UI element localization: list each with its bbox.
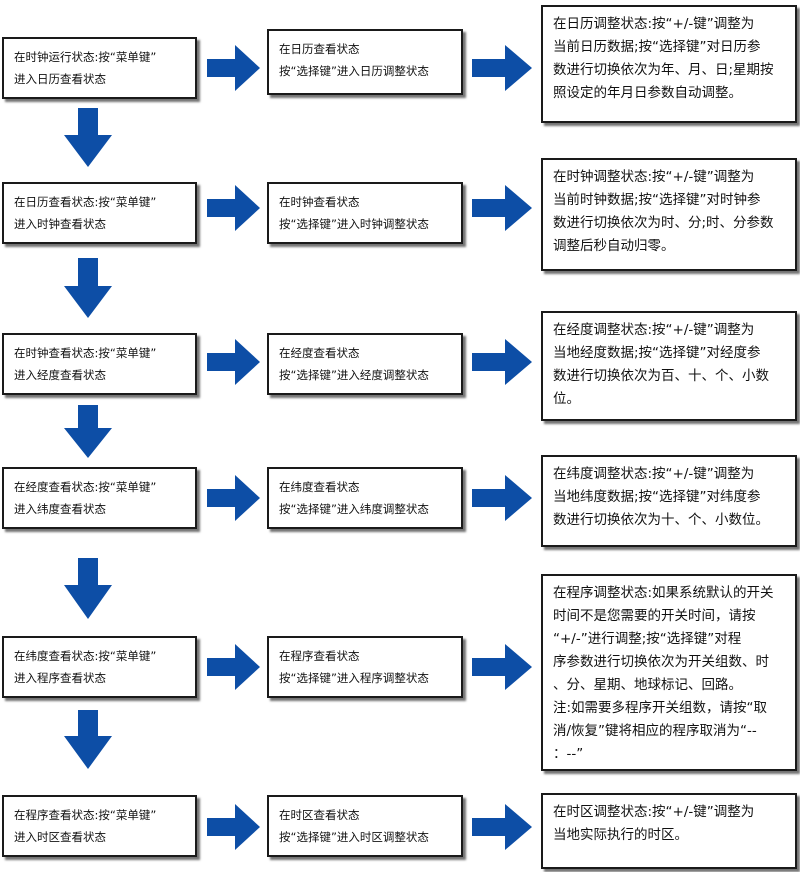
node-line: 序参数进行切换依次为开关组数、时 bbox=[553, 654, 769, 670]
node-line: 按“选择键”进入时钟调整状态 bbox=[279, 217, 429, 231]
node-line: 按“选择键”进入程序调整状态 bbox=[279, 671, 429, 685]
node-longitude-view: 在经度查看状态 按“选择键”进入经度调整状态 bbox=[267, 333, 463, 395]
node-line: 按“选择键”进入经度调整状态 bbox=[279, 368, 429, 382]
down-arrow-icon bbox=[64, 108, 112, 167]
node-line: 当地实际执行的时区。 bbox=[553, 827, 688, 843]
node-program-adjust: 在程序调整状态:如果系统默认的开关 时间不是您需要的开关时间，请按 “+/-”进… bbox=[541, 574, 797, 771]
right-arrow-icon bbox=[472, 644, 532, 690]
node-program-view: 在程序查看状态 按“选择键”进入程序调整状态 bbox=[267, 636, 463, 698]
node-longitude-adjust: 在经度调整状态:按“+/-键”调整为 当地经度数据;按“选择键”对经度参 数进行… bbox=[541, 311, 797, 421]
node-menu-timezone-view: 在程序查看状态:按“菜单键” 进入时区查看状态 bbox=[2, 795, 197, 857]
node-line: 调整后秒自动归零。 bbox=[553, 238, 675, 254]
right-arrow-icon bbox=[472, 339, 532, 385]
node-line: 在时钟运行状态:按“菜单键” bbox=[14, 50, 157, 64]
right-arrow-icon bbox=[207, 804, 260, 850]
node-line: 在经度查看状态:按“菜单键” bbox=[14, 480, 157, 494]
node-line: 注:如需要多程序开关组数，请按“取 bbox=[553, 700, 768, 716]
down-arrow-icon bbox=[64, 710, 112, 769]
node-clock-view: 在时钟查看状态 按“选择键”进入时钟调整状态 bbox=[267, 182, 463, 244]
node-line: 在日历调整状态:按“+/-键”调整为 bbox=[553, 16, 755, 32]
node-menu-latitude-view: 在经度查看状态:按“菜单键” 进入纬度查看状态 bbox=[2, 467, 197, 529]
node-menu-calendar-view: 在时钟运行状态:按“菜单键” 进入日历查看状态 bbox=[2, 37, 197, 99]
node-line: “+/-”进行调整;按“选择键”对程 bbox=[553, 631, 742, 647]
node-line: 数进行切换依次为百、十、个、小数 bbox=[553, 368, 769, 384]
node-line: 位。 bbox=[553, 391, 580, 407]
node-line: 在时钟调整状态:按“+/-键”调整为 bbox=[553, 169, 755, 185]
node-line: 在程序调整状态:如果系统默认的开关 bbox=[553, 585, 774, 601]
node-line: 进入时钟查看状态 bbox=[14, 217, 106, 231]
node-line: 照设定的年月日参数自动调整。 bbox=[553, 85, 742, 101]
node-line: 进入日历查看状态 bbox=[14, 72, 106, 86]
node-line: 在时钟查看状态 bbox=[279, 195, 360, 209]
node-latitude-view: 在纬度查看状态 按“选择键”进入纬度调整状态 bbox=[267, 467, 463, 529]
node-line: 按“选择键”进入纬度调整状态 bbox=[279, 502, 429, 516]
node-line: ：--” bbox=[553, 746, 584, 762]
node-line: 在时区调整状态:按“+/-键”调整为 bbox=[553, 804, 755, 820]
node-calendar-view: 在日历查看状态 按“选择键”进入日历调整状态 bbox=[267, 29, 463, 95]
node-calendar-adjust: 在日历调整状态:按“+/-键”调整为 当前日历数据;按“选择键”对日历参 数进行… bbox=[541, 5, 797, 123]
node-line: 在纬度查看状态:按“菜单键” bbox=[14, 649, 157, 663]
node-line: 进入程序查看状态 bbox=[14, 671, 106, 685]
right-arrow-icon bbox=[207, 339, 260, 385]
node-line: 在纬度查看状态 bbox=[279, 480, 360, 494]
right-arrow-icon bbox=[472, 45, 532, 91]
down-arrow-icon bbox=[64, 405, 112, 458]
right-arrow-icon bbox=[472, 185, 532, 231]
node-line: 当前时钟数据;按“选择键”对时钟参 bbox=[553, 192, 761, 208]
node-line: 在经度查看状态 bbox=[279, 346, 360, 360]
right-arrow-icon bbox=[207, 45, 260, 91]
node-clock-adjust: 在时钟调整状态:按“+/-键”调整为 当前时钟数据;按“选择键”对时钟参 数进行… bbox=[541, 158, 797, 271]
node-line: 在时钟查看状态:按“菜单键” bbox=[14, 346, 157, 360]
right-arrow-icon bbox=[207, 475, 260, 521]
node-line: 在纬度调整状态:按“+/-键”调整为 bbox=[553, 466, 755, 482]
node-line: 在时区查看状态 bbox=[279, 808, 360, 822]
node-line: 在经度调整状态:按“+/-键”调整为 bbox=[553, 322, 755, 338]
node-menu-longitude-view: 在时钟查看状态:按“菜单键” 进入经度查看状态 bbox=[2, 333, 197, 395]
node-line: 进入时区查看状态 bbox=[14, 830, 106, 844]
node-menu-program-view: 在纬度查看状态:按“菜单键” 进入程序查看状态 bbox=[2, 636, 197, 698]
node-line: 进入经度查看状态 bbox=[14, 368, 106, 382]
node-line: 在日历查看状态 bbox=[279, 42, 360, 56]
node-line: 数进行切换依次为年、月、日;星期按 bbox=[553, 62, 774, 78]
node-line: 当地纬度数据;按“选择键”对纬度参 bbox=[553, 489, 761, 505]
node-line: 数进行切换依次为时、分;时、分参数 bbox=[553, 215, 774, 231]
down-arrow-icon bbox=[64, 558, 112, 619]
node-timezone-adjust: 在时区调整状态:按“+/-键”调整为 当地实际执行的时区。 bbox=[541, 793, 797, 869]
node-line: 在程序查看状态 bbox=[279, 649, 360, 663]
node-line: 数进行切换依次为十、个、小数位。 bbox=[553, 512, 769, 528]
node-timezone-view: 在时区查看状态 按“选择键”进入时区调整状态 bbox=[267, 795, 463, 857]
node-line: 、分、星期、地球标记、回路。 bbox=[553, 677, 742, 693]
node-line: 当地经度数据;按“选择键”对经度参 bbox=[553, 345, 761, 361]
right-arrow-icon bbox=[472, 804, 532, 850]
node-line: 消/恢复”键将相应的程序取消为“-- bbox=[553, 723, 757, 739]
node-line: 在程序查看状态:按“菜单键” bbox=[14, 808, 157, 822]
down-arrow-icon bbox=[64, 258, 112, 318]
node-line: 按“选择键”进入时区调整状态 bbox=[279, 830, 429, 844]
right-arrow-icon bbox=[207, 644, 260, 690]
node-line: 时间不是您需要的开关时间，请按 bbox=[553, 608, 756, 624]
right-arrow-icon bbox=[207, 185, 260, 231]
node-latitude-adjust: 在纬度调整状态:按“+/-键”调整为 当地纬度数据;按“选择键”对纬度参 数进行… bbox=[541, 455, 797, 547]
right-arrow-icon bbox=[472, 475, 532, 521]
node-menu-clock-view: 在日历查看状态:按“菜单键” 进入时钟查看状态 bbox=[2, 182, 197, 244]
node-line: 按“选择键”进入日历调整状态 bbox=[279, 64, 429, 78]
node-line: 进入纬度查看状态 bbox=[14, 502, 106, 516]
node-line: 在日历查看状态:按“菜单键” bbox=[14, 195, 157, 209]
node-line: 当前日历数据;按“选择键”对日历参 bbox=[553, 39, 761, 55]
